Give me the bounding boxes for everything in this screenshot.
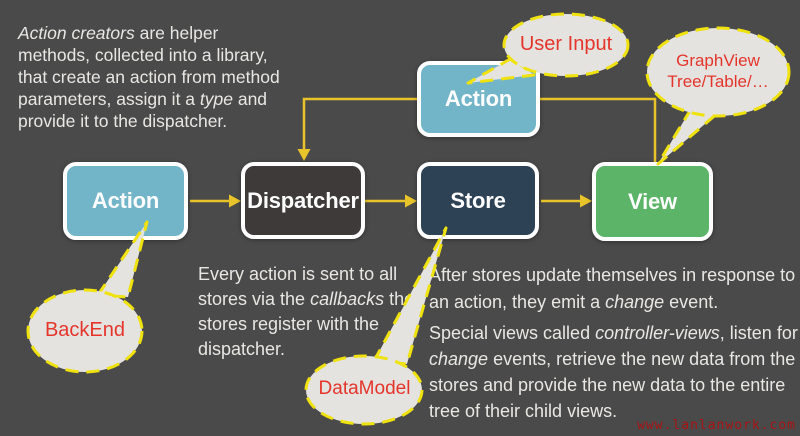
action-top-to-dispatcher-connector xyxy=(302,97,417,150)
store-to-view-arrowhead-icon xyxy=(580,194,592,208)
backend-bubble-label: BackEnd xyxy=(44,319,126,341)
view-box: View xyxy=(592,162,713,241)
user-input-bubble-label: User Input xyxy=(519,33,613,55)
view-box-label: View xyxy=(628,188,677,214)
graphview-bubble-line2: Tree/Table/… xyxy=(667,72,769,91)
action-box-left: Action xyxy=(63,162,188,240)
action-box-left-label: Action xyxy=(91,188,160,213)
action-top-to-view-connector xyxy=(540,97,657,162)
dispatcher-box: Dispatcher xyxy=(241,162,365,239)
dispatcher-to-store-arrowhead-icon xyxy=(405,194,417,208)
graphview-bubble-tail xyxy=(656,107,721,166)
store-change-note: After stores update themselves in respon… xyxy=(429,265,796,312)
action-box-top: Action xyxy=(417,61,540,137)
action-to-dispatcher-arrowhead-icon xyxy=(229,194,241,208)
graphview-bubble-label: GraphView Tree/Table/… xyxy=(647,50,789,92)
action-box-top-label: Action xyxy=(444,86,513,111)
dispatcher-arrowhead-icon xyxy=(297,149,311,161)
controller-views-note: Special views called controller-views, l… xyxy=(429,323,798,421)
store-box: Store xyxy=(417,162,539,239)
dispatcher-box-label: Dispatcher xyxy=(247,187,359,213)
datamodel-bubble-label: DataModel xyxy=(318,378,411,399)
graphview-bubble-line1: GraphView xyxy=(676,51,760,70)
watermark-text: www.lanlanwork.com xyxy=(637,418,796,433)
store-box-label: Store xyxy=(450,187,506,213)
